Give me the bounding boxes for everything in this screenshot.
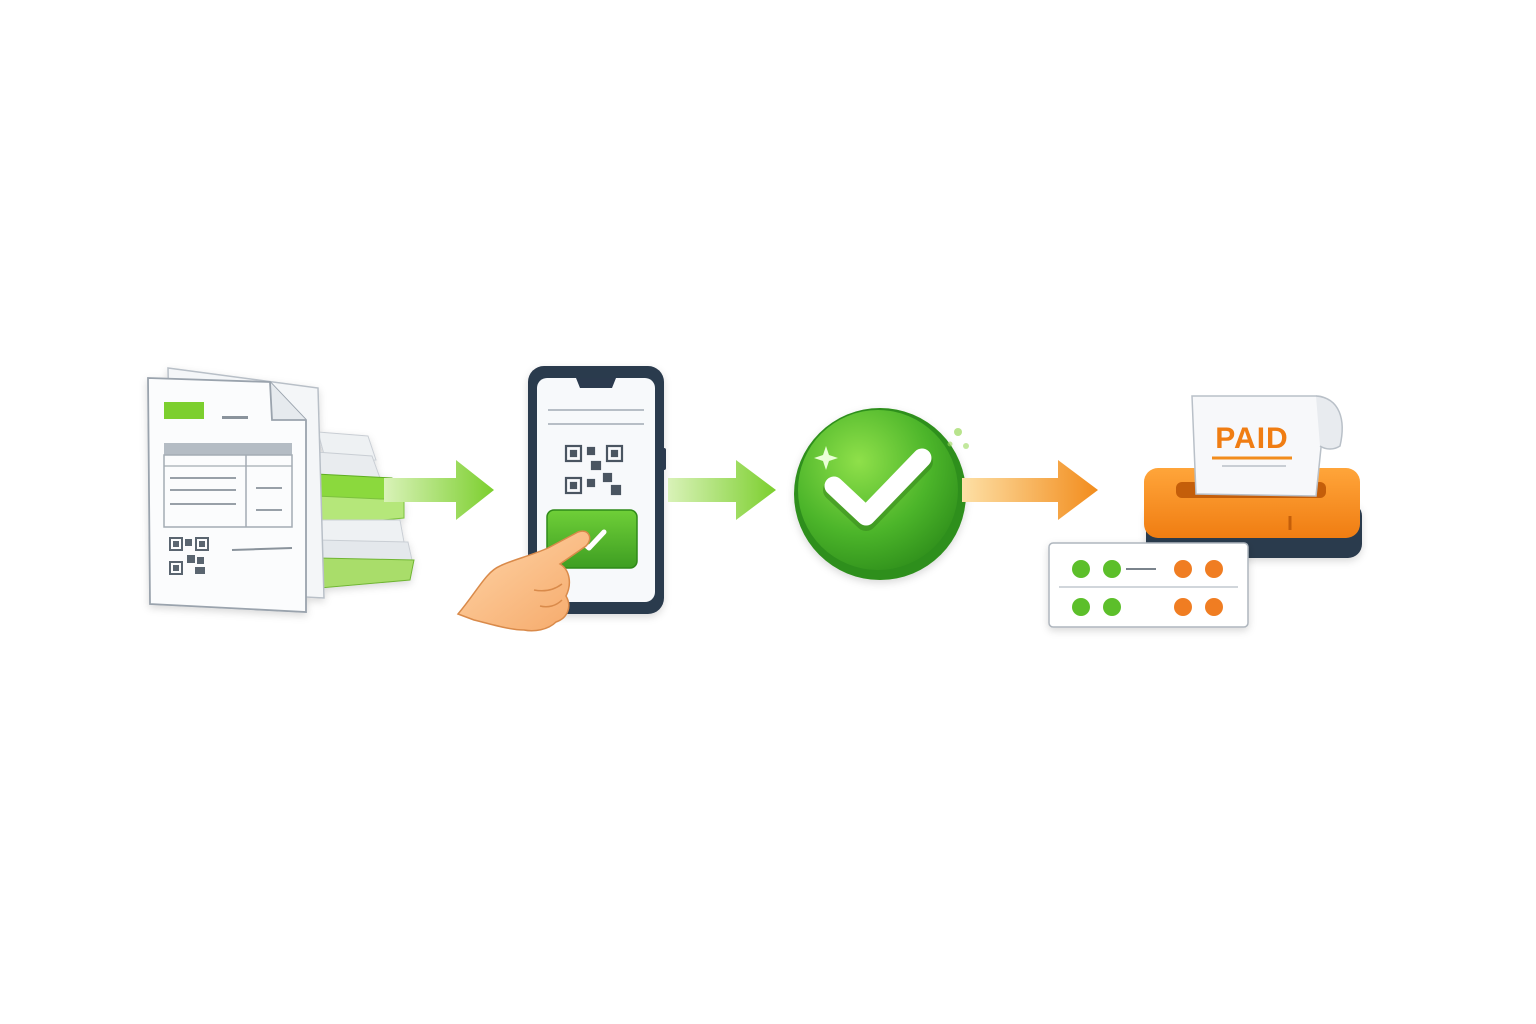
phone-qr-scan-icon	[456, 366, 666, 632]
status-dot-orange	[1174, 560, 1192, 578]
status-dot-orange	[1205, 560, 1223, 578]
status-dot-green	[1072, 560, 1090, 578]
status-card	[1048, 542, 1249, 628]
arrow-right-icon	[384, 460, 494, 520]
arrow-right-icon	[962, 460, 1098, 520]
paid-receipt: PAID	[1191, 395, 1343, 497]
status-dot-orange	[1205, 598, 1223, 616]
status-dot-green	[1103, 560, 1121, 578]
status-dot-orange	[1174, 598, 1192, 616]
invoice-documents-icon	[147, 367, 415, 613]
status-dot-green	[1103, 598, 1121, 616]
qr-code-icon	[169, 537, 209, 575]
pointing-hand-icon	[456, 530, 591, 632]
receipt-printer-icon: PAID	[1144, 395, 1362, 558]
check-circle-icon	[794, 408, 969, 580]
paid-label: PAID	[1215, 422, 1288, 455]
document-stack	[315, 431, 415, 589]
qr-code-icon	[564, 444, 624, 496]
status-dot-green	[1072, 598, 1090, 616]
status-dots	[1072, 560, 1223, 616]
sparkle-icon	[814, 446, 838, 470]
arrow-right-icon	[668, 460, 776, 520]
